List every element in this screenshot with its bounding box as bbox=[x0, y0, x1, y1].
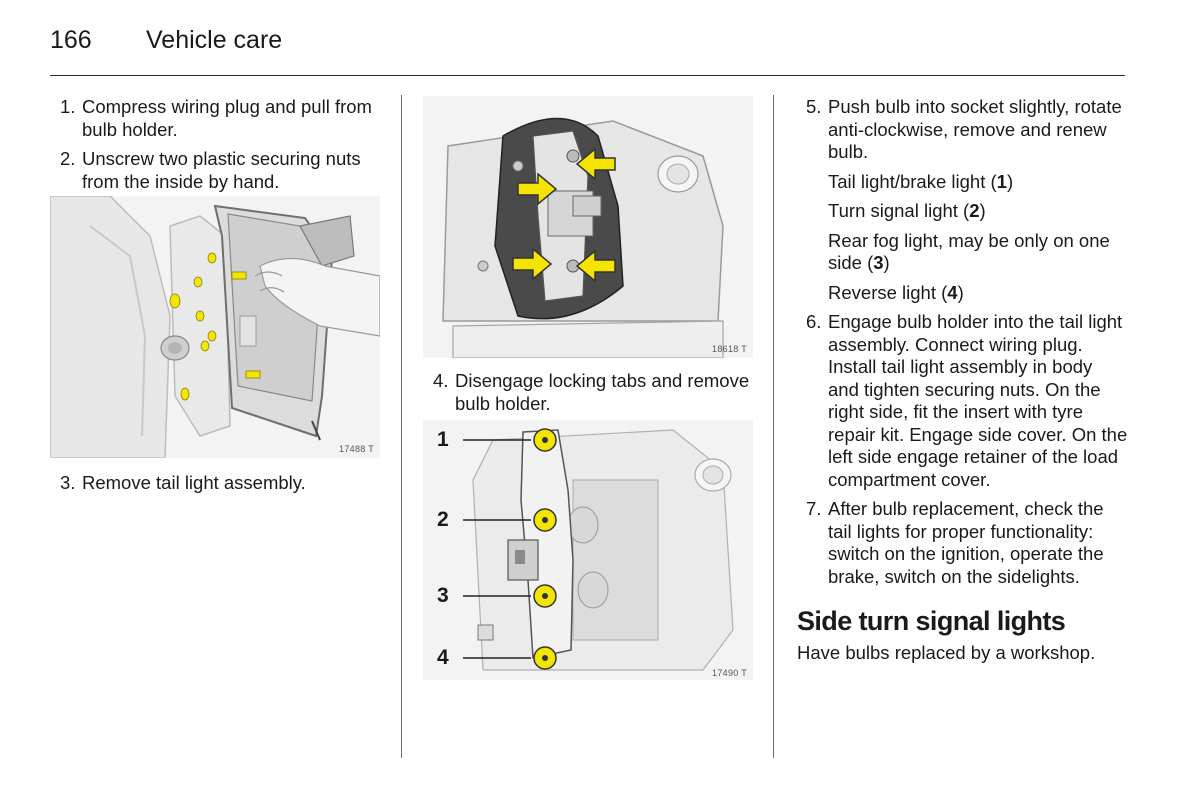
bulb-number: 2 bbox=[969, 200, 980, 221]
step-3: 3. Remove tail light assembly. bbox=[60, 472, 390, 495]
bulb-item-3: Rear fog light, may be only on one side … bbox=[806, 230, 1128, 275]
column-divider-1 bbox=[401, 95, 402, 758]
step-text: Unscrew two plastic securing nuts from t… bbox=[82, 148, 361, 192]
figure-code: 17490 T bbox=[712, 668, 747, 678]
step-4: 4. Disengage locking tabs and remove bul… bbox=[433, 370, 753, 415]
step-text: Engage bulb holder into the tail light a… bbox=[828, 311, 1128, 490]
bulb-label: Tail light/brake light ( bbox=[828, 170, 997, 192]
tail-light-removal-drawing bbox=[50, 196, 380, 458]
bulb-holder-drawing bbox=[463, 428, 734, 671]
figure-code: 18618 T bbox=[712, 344, 747, 354]
callout-1: 1 bbox=[437, 428, 449, 451]
step-number: 2. bbox=[60, 148, 76, 169]
page-number: 166 bbox=[50, 26, 92, 54]
bulb-item-1: Tail light/brake light (1) bbox=[806, 171, 1128, 194]
step-number: 3. bbox=[60, 472, 76, 493]
step-text: Push bulb into socket slightly, rotate a… bbox=[828, 96, 1122, 162]
bulb-close: ) bbox=[957, 281, 964, 303]
bulb-number: 3 bbox=[873, 252, 884, 273]
bulb-close: ) bbox=[979, 200, 986, 221]
step-number: 5. bbox=[806, 96, 822, 117]
bulb-item-4: Reverse light (4) bbox=[806, 282, 1128, 305]
locking-tabs-illustration: 18618 T bbox=[423, 96, 753, 358]
header-rule bbox=[50, 75, 1125, 76]
step-text: After bulb replacement, check the tail l… bbox=[828, 498, 1104, 587]
step-6: 6. Engage bulb holder into the tail ligh… bbox=[806, 311, 1128, 491]
step-number: 6. bbox=[806, 311, 822, 332]
step-text: Compress wiring plug and pull from bulb … bbox=[82, 96, 372, 140]
tail-light-removal-illustration: 17488 T bbox=[50, 196, 380, 458]
bulb-label: Rear fog light, may be only on one side … bbox=[828, 229, 1110, 274]
callout-2: 2 bbox=[437, 508, 449, 531]
column-3: 5. Push bulb into socket slightly, rotat… bbox=[797, 96, 1128, 665]
step-number: 7. bbox=[806, 498, 822, 519]
locking-tabs-drawing bbox=[442, 117, 724, 358]
step-text: Disengage locking tabs and remove bulb h… bbox=[455, 370, 750, 414]
bulb-item-2: Turn signal light (2) bbox=[806, 200, 1128, 223]
step-5: 5. Push bulb into socket slightly, rotat… bbox=[806, 96, 1128, 164]
bulb-label: Turn signal light ( bbox=[828, 200, 970, 221]
bulb-number: 4 bbox=[947, 281, 958, 303]
step-number: 4. bbox=[433, 370, 449, 391]
step-1: 1. Compress wiring plug and pull from bu… bbox=[60, 96, 390, 141]
column-2-text: 4. Disengage locking tabs and remove bul… bbox=[433, 370, 753, 422]
bulb-holder-illustration: 1 2 3 4 17490 T bbox=[423, 420, 753, 680]
figure-code: 17488 T bbox=[339, 444, 374, 454]
bulb-close: ) bbox=[1006, 170, 1014, 192]
step-text: Remove tail light assembly. bbox=[82, 472, 306, 493]
column-1-lower: 3. Remove tail light assembly. bbox=[60, 472, 390, 502]
bulb-number: 1 bbox=[996, 170, 1007, 192]
section-title: Vehicle care bbox=[146, 26, 283, 54]
bulb-close: ) bbox=[883, 252, 890, 273]
step-7: 7. After bulb replacement, check the tai… bbox=[806, 498, 1128, 588]
step-number: 1. bbox=[60, 96, 76, 117]
side-turn-signal-heading: Side turn signal lights bbox=[797, 606, 1066, 636]
column-1: 1. Compress wiring plug and pull from bu… bbox=[60, 96, 390, 200]
callout-4: 4 bbox=[437, 646, 449, 669]
callout-3: 3 bbox=[437, 584, 449, 607]
workshop-note: Have bulbs replaced by a workshop. bbox=[797, 642, 1096, 663]
column-divider-2 bbox=[773, 95, 774, 758]
bulb-label: Reverse light ( bbox=[828, 281, 948, 303]
step-2: 2. Unscrew two plastic securing nuts fro… bbox=[60, 148, 390, 193]
